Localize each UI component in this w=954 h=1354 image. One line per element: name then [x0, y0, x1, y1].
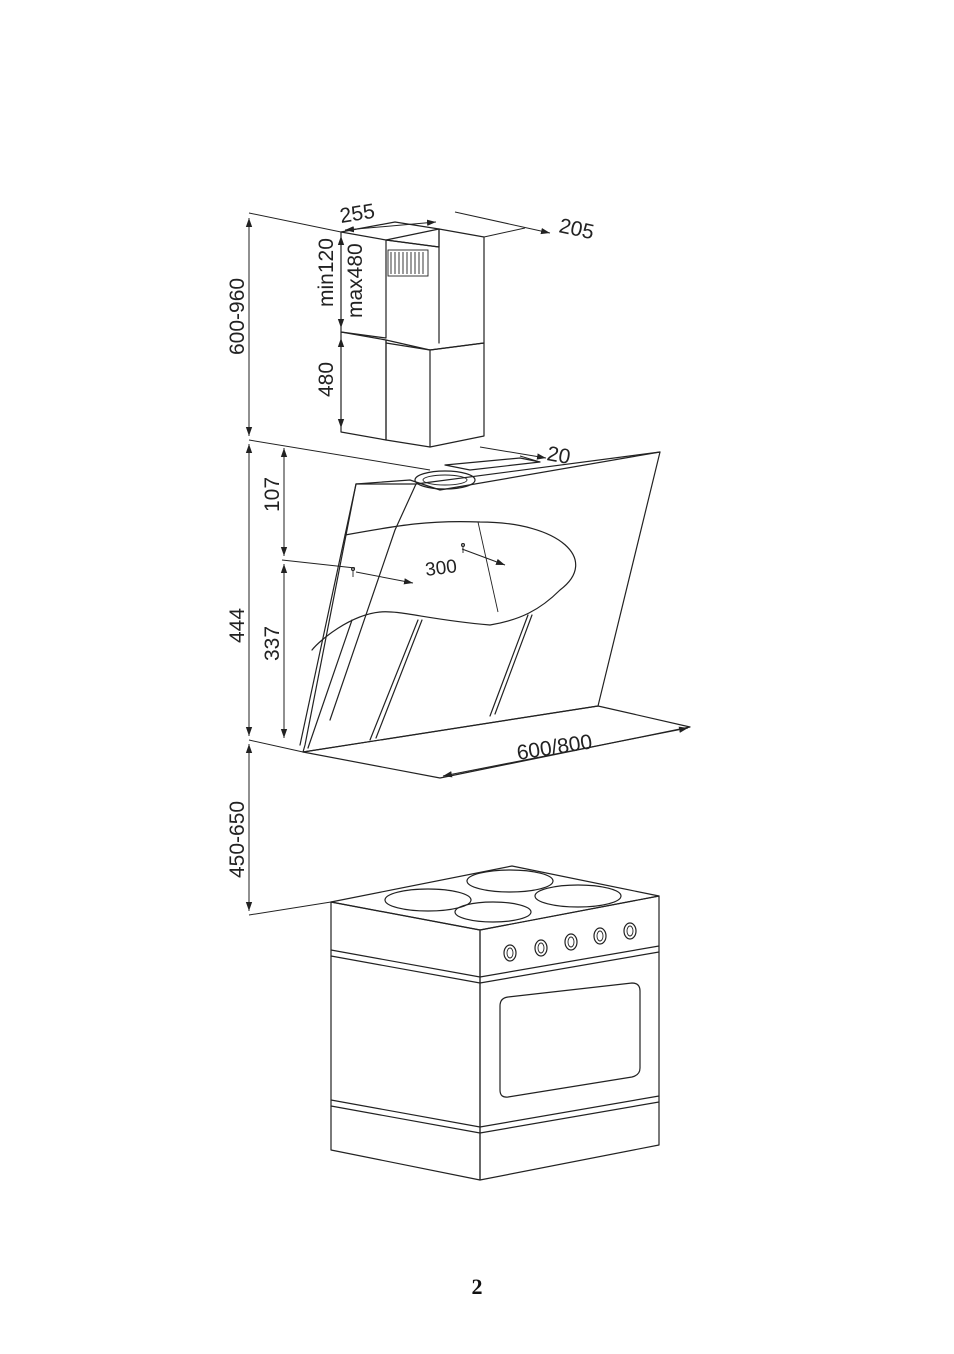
label-cooker-clearance: 450-650: [226, 801, 249, 878]
dim-line-wall-gap: [479, 446, 547, 460]
label-chimney-upper-max: max480: [344, 243, 367, 318]
cooker-hood: [299, 451, 691, 779]
label-chimney-width: 255: [338, 200, 376, 228]
dimension-lines: [245, 211, 689, 916]
chimney-lower-left-face: [340, 331, 387, 441]
dim-line-chimney-depth: [454, 211, 551, 235]
label-chimney-upper-min: min120: [315, 238, 338, 307]
label-wall-gap: 20: [545, 442, 572, 469]
cooker-front: [479, 895, 660, 1181]
dim-line-screw-left: [355, 571, 414, 585]
label-hood-width: 600/800: [515, 730, 594, 765]
dim-line-screw-right: [461, 548, 506, 566]
hood-front-curve: [311, 520, 577, 651]
label-total-height: 600-960: [226, 278, 249, 355]
burner-left: [384, 888, 472, 912]
label-hood-height: 444: [226, 608, 249, 643]
label-chimney-depth: 205: [557, 214, 596, 244]
burner-front: [454, 901, 532, 923]
burner-right: [534, 884, 622, 908]
cooker-left-side: [330, 901, 481, 1181]
cooker-top: [330, 865, 660, 931]
label-screw-spacing: 300: [424, 556, 458, 581]
dim-line-hood-width: [442, 726, 689, 778]
dimension-labels: 600-960 444 450-650 107 337 min120 max48…: [226, 200, 596, 878]
dim-line-chimney-width: [344, 219, 437, 233]
page-number: 2: [471, 1274, 483, 1299]
vent-grill: [387, 249, 429, 277]
chimney-upper-front: [385, 228, 485, 351]
control-knobs: [503, 922, 637, 962]
hood-bottom: [302, 705, 691, 779]
label-bracket-lower: 337: [261, 626, 284, 661]
cooker: [330, 865, 660, 1181]
oven-window: [499, 982, 641, 1098]
label-chimney-lower: 480: [315, 362, 338, 397]
chimney-lower-front: [385, 339, 485, 448]
burner-back: [466, 869, 554, 893]
label-bracket-top: 107: [261, 477, 284, 512]
hood-top-plate: [444, 457, 541, 471]
hood-glass-panel: [302, 451, 661, 753]
